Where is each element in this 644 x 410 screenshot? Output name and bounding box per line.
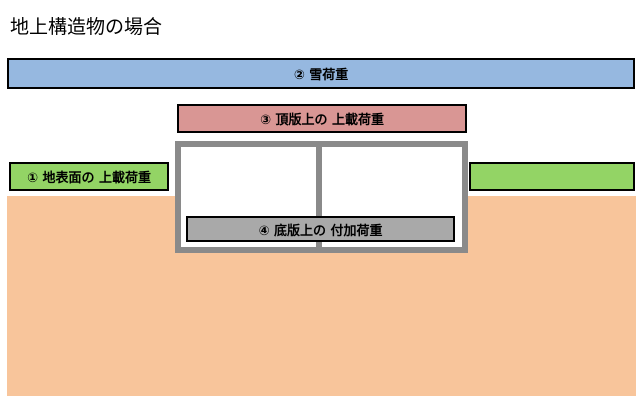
floor-slab-load-label: ④ 底版上の 付加荷重 [258, 223, 383, 239]
ground-surface-load-label: ① 地表面の 上載荷重 [26, 171, 152, 186]
ground-surface-load-bar-right [469, 162, 635, 191]
roof-slab-load-label: ③ 頂版上の 上載荷重 [259, 113, 385, 128]
floor-slab-load-bar: ④ 底版上の 付加荷重 [186, 216, 455, 242]
diagram-title: 地上構造物の場合 [10, 16, 163, 38]
roof-slab-load-bar: ③ 頂版上の 上載荷重 [177, 104, 467, 133]
snow-load-bar: ② 雪荷重 [7, 58, 635, 89]
snow-load-label: ② 雪荷重 [293, 68, 349, 83]
structure-divider-wall [316, 141, 322, 253]
ground-surface-load-bar-left: ① 地表面の 上載荷重 [9, 162, 169, 191]
